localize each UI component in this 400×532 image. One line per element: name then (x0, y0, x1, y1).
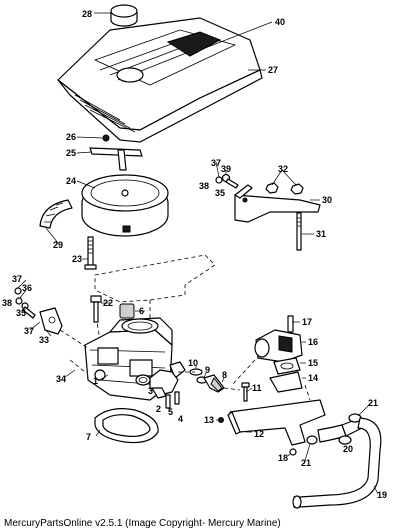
callout-6: 6 (139, 306, 144, 316)
air-filter-part (81, 174, 169, 237)
tps-sensor-part (135, 369, 180, 409)
gasket-part (94, 408, 159, 444)
stud-22-part (90, 295, 102, 323)
cap-part (110, 4, 138, 27)
gasket-15-part (273, 357, 301, 375)
mounting-bracket-30-part (234, 182, 321, 223)
callout-4: 4 (178, 414, 183, 424)
callout-28: 28 (82, 9, 92, 19)
callout-31: 31 (316, 229, 326, 239)
engine-cover-part (57, 17, 263, 143)
callout-37-upper: 37 (211, 158, 221, 168)
stud-23-part (84, 236, 97, 270)
callout-14: 14 (308, 373, 318, 383)
callout-1: 1 (93, 376, 98, 386)
hose-assembly-part (292, 413, 382, 509)
callout-35-upper: 35 (215, 188, 225, 198)
callout-22: 22 (103, 298, 113, 308)
callout-15: 15 (308, 358, 318, 368)
callout-24: 24 (66, 176, 76, 186)
callout-33: 33 (39, 335, 49, 345)
callout-29: 29 (53, 240, 63, 250)
lower-bracket-part (218, 399, 326, 456)
callout-25: 25 (66, 148, 76, 158)
callout-7: 7 (86, 432, 91, 442)
callout-36: 36 (22, 283, 32, 293)
callout-5: 5 (168, 407, 173, 417)
callout-19: 19 (377, 490, 387, 500)
left-fasteners (14, 287, 36, 319)
callout-37-mid: 37 (24, 326, 34, 336)
callout-3: 3 (148, 386, 153, 396)
callout-21-right: 21 (368, 398, 378, 408)
callout-8: 8 (222, 370, 227, 380)
callout-23: 23 (72, 254, 82, 264)
breather-hose-part (39, 199, 73, 229)
callout-10: 10 (188, 358, 198, 368)
copyright-footer: MercuryPartsOnline v2.5.1 (Image Copyrig… (4, 518, 281, 529)
spacer-14-part (269, 371, 303, 393)
callout-9: 9 (205, 365, 210, 375)
callout-21-lower: 21 (301, 458, 311, 468)
bracket-33-part (39, 307, 63, 335)
callout-34: 34 (56, 374, 66, 384)
leader-lines (17, 12, 379, 495)
callout-37-left: 37 (12, 274, 22, 284)
upper-fasteners (215, 173, 239, 189)
callout-11: 11 (252, 383, 262, 393)
stud-31-part (296, 212, 302, 251)
callout-2: 2 (156, 404, 161, 414)
callout-38-upper: 38 (199, 181, 209, 191)
bolt-11-part (241, 382, 250, 402)
callout-39: 39 (221, 164, 231, 174)
temp-sensor-part (189, 368, 225, 393)
callout-20: 20 (343, 444, 353, 454)
callout-32: 32 (278, 164, 288, 174)
callout-35-left: 35 (16, 308, 26, 318)
callout-labels: 28 40 27 26 25 24 29 23 37 39 38 35 32 3… (2, 9, 387, 500)
callout-40: 40 (275, 17, 285, 27)
callout-18: 18 (278, 453, 288, 463)
sensor-6-part (119, 303, 135, 319)
callout-16: 16 (308, 337, 318, 347)
idle-air-valve-part (254, 315, 303, 363)
callout-17: 17 (302, 317, 312, 327)
callout-27: 27 (268, 65, 278, 75)
callout-26: 26 (66, 132, 76, 142)
callout-13: 13 (204, 415, 214, 425)
callout-30: 30 (322, 195, 332, 205)
callout-38-left: 38 (2, 298, 12, 308)
callout-12: 12 (254, 429, 264, 439)
